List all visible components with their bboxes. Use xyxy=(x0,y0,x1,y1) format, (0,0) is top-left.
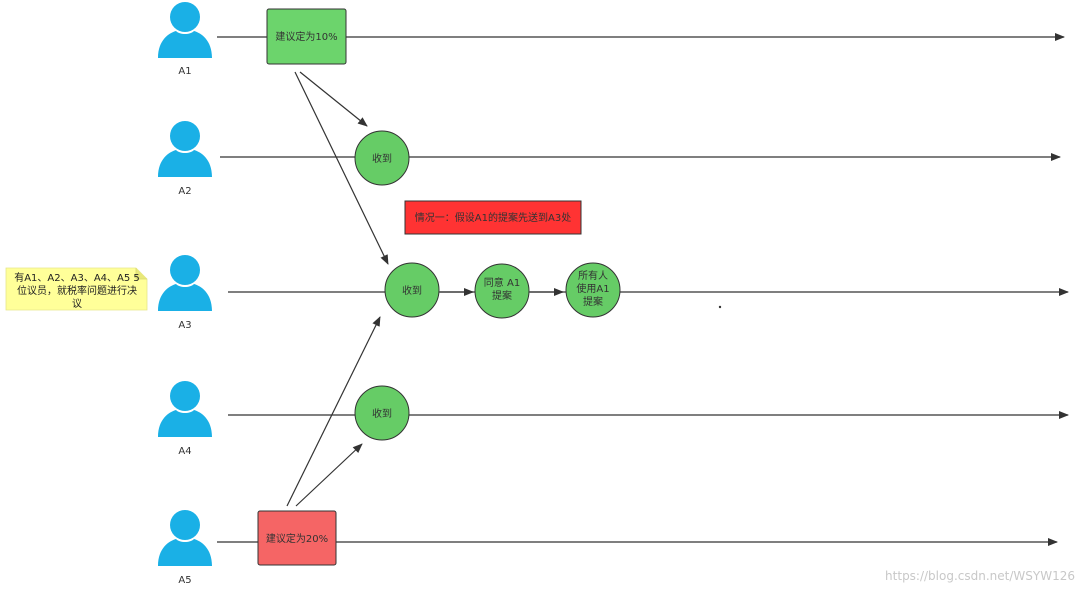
person-icon xyxy=(158,2,212,58)
participants: A1 A2 A3 A4 A5 xyxy=(158,2,212,586)
participant-a2: A2 xyxy=(158,121,212,197)
note-line2: 位议员，就税率问题进行决 xyxy=(17,284,137,297)
arrow-a5-to-a4 xyxy=(295,443,363,507)
participant-a1: A1 xyxy=(158,2,212,77)
participant-label-a4: A4 xyxy=(178,446,191,457)
received-node-a3: 收到 xyxy=(384,262,440,318)
agree-a1-node: 同意 A1 提案 xyxy=(474,263,530,319)
received-node-a2: 收到 xyxy=(354,130,410,186)
proposal-a1-box: 建议定为10% xyxy=(266,8,347,65)
all-use-text-line3: 提案 xyxy=(583,295,603,308)
all-use-text-line2: 使用A1 xyxy=(576,282,609,295)
note: 有A1、A2、A3、A4、A5 5 位议员，就税率问题进行决 议 xyxy=(5,267,148,311)
participant-a5: A5 xyxy=(158,510,212,586)
participant-label-a5: A5 xyxy=(178,575,191,586)
person-icon xyxy=(158,121,212,177)
arrow-a5-to-a3 xyxy=(286,316,381,507)
proposal-a5-text: 建议定为20% xyxy=(266,532,328,545)
stray-dot xyxy=(718,305,722,309)
proposal-a1-text: 建议定为10% xyxy=(275,30,337,43)
person-icon xyxy=(158,255,212,311)
participant-a3: A3 xyxy=(158,255,212,331)
arrow-a1-to-a3 xyxy=(294,71,389,265)
agree-text-line1: 同意 A1 xyxy=(484,276,520,289)
person-icon xyxy=(158,510,212,566)
person-icon xyxy=(158,381,212,437)
note-line1: 有A1、A2、A3、A4、A5 5 xyxy=(14,271,140,284)
received-text: 收到 xyxy=(402,284,422,297)
agree-text-line2: 提案 xyxy=(492,289,512,302)
received-node-a4: 收到 xyxy=(354,385,410,441)
received-text: 收到 xyxy=(372,152,392,165)
all-use-a1-node: 所有人 使用A1 提案 xyxy=(565,262,621,318)
message-arrows xyxy=(286,71,564,507)
watermark: https://blog.csdn.net/WSYW126 xyxy=(885,569,1075,583)
timelines xyxy=(217,33,1069,546)
participant-label-a3: A3 xyxy=(178,320,191,331)
participant-label-a2: A2 xyxy=(178,186,191,197)
note-line3: 议 xyxy=(72,298,82,310)
proposal-a5-box: 建议定为20% xyxy=(257,510,337,566)
scenario-text: 情况一：假设A1的提案先送到A3处 xyxy=(415,211,571,224)
participant-label-a1: A1 xyxy=(178,66,191,77)
all-use-text-line1: 所有人 xyxy=(578,269,608,282)
received-text: 收到 xyxy=(372,407,392,420)
arrow-a1-to-a2 xyxy=(299,71,368,127)
participant-a4: A4 xyxy=(158,381,212,457)
scenario-box: 情况一：假设A1的提案先送到A3处 xyxy=(404,200,582,235)
